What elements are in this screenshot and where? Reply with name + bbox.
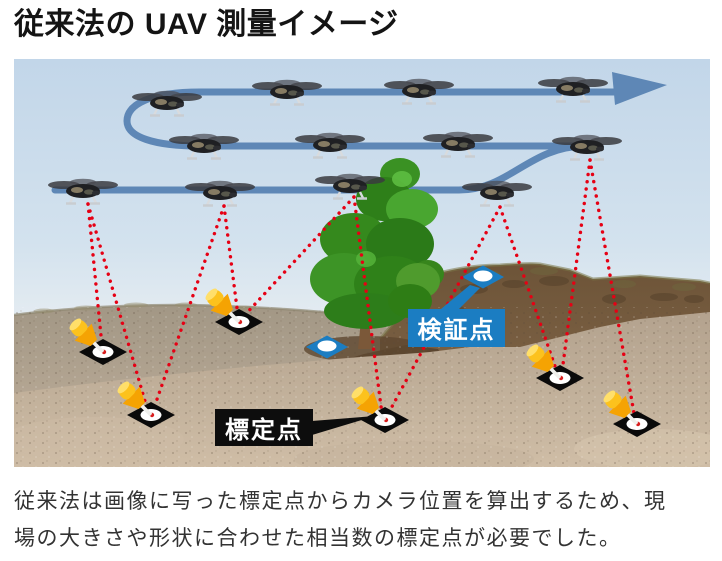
uav-survey-illustration: 標定点 検証点 bbox=[14, 58, 710, 467]
flight-path-arrow-icon bbox=[612, 71, 667, 105]
caption-line-2: 場の大きさや形状に合わせた相当数の標定点が必要でした。 bbox=[14, 526, 622, 550]
verification-point-label: 検証点 bbox=[408, 308, 505, 347]
caption: 従来法は画像に写った標定点からカメラ位置を算出するため、現場の大きさや形状に合わ… bbox=[14, 483, 708, 557]
caption-line-1: 従来法は画像に写った標定点からカメラ位置を算出するため、現 bbox=[14, 489, 667, 513]
tree-icon bbox=[310, 157, 444, 349]
control-point-label-pointer bbox=[312, 415, 375, 435]
control-point-label: 標定点 bbox=[215, 408, 313, 446]
verification-point-label-pointer bbox=[441, 284, 480, 309]
page-title: 従来法の UAV 測量イメージ bbox=[14, 8, 399, 41]
uav-survey-scene bbox=[14, 58, 710, 467]
